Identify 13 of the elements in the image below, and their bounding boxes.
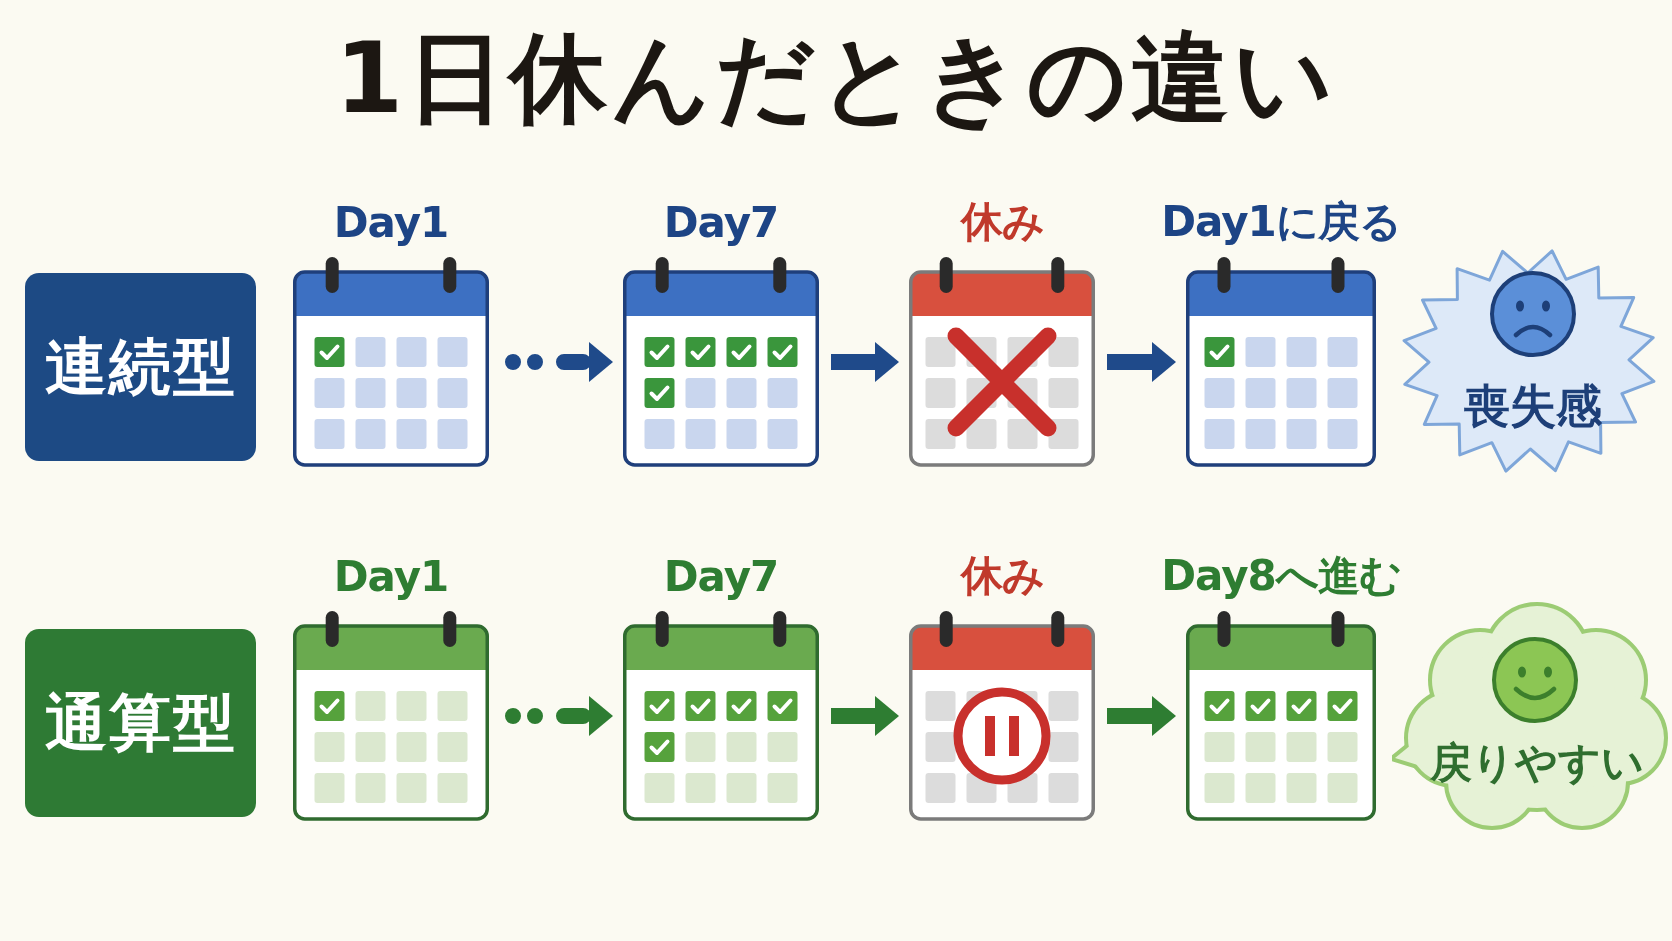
bubble-text: 喪失感 <box>1464 378 1602 435</box>
category-label: 連続型 <box>25 273 256 461</box>
calendar-heading: Day1に戻る <box>1161 196 1401 248</box>
calendar-heading: 休み <box>960 550 1044 602</box>
calendar-heading: Day1 <box>333 197 449 247</box>
calendar-heading: Day8へ進む <box>1161 550 1401 602</box>
calendar-heading: Day1 <box>333 551 449 601</box>
title: 1日休んだときの違い <box>334 22 1338 135</box>
category-label: 通算型 <box>25 629 256 817</box>
bubble-text: 戻りやすい <box>1430 737 1644 789</box>
calendar-heading: 休み <box>960 196 1044 248</box>
calendar-heading: Day7 <box>663 197 779 247</box>
calendar-heading: Day7 <box>663 551 779 601</box>
